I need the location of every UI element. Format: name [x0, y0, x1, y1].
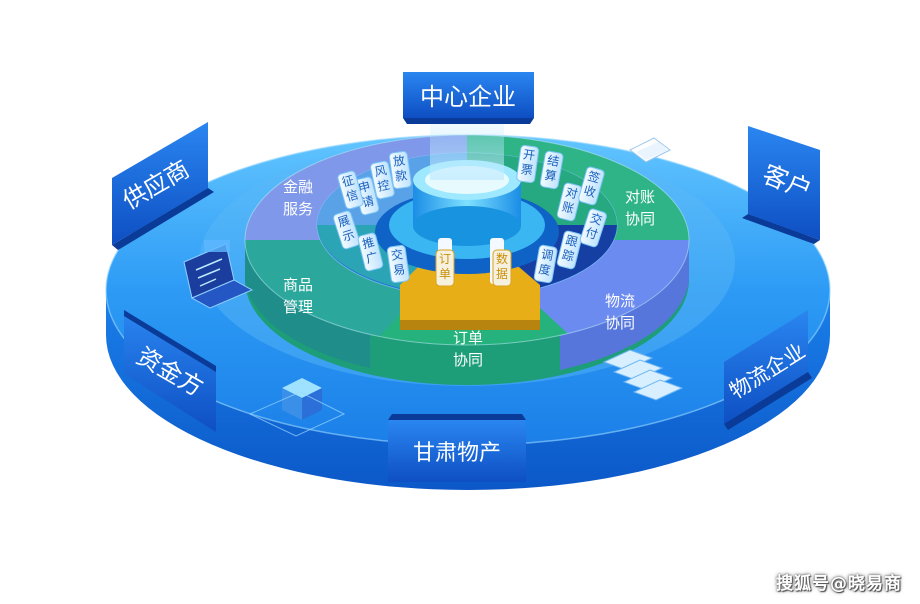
tag-loan-box	[388, 150, 412, 190]
panel-center-enterprise: 中心企业	[403, 72, 534, 124]
tag-check-char-0: 对	[564, 185, 579, 201]
tag-promote-box	[357, 232, 384, 272]
tag-loan: 放款	[388, 150, 412, 190]
tag-track: 跟踪	[556, 230, 583, 270]
tag-data-char-1: 据	[496, 267, 508, 281]
tag-dispatch-box	[533, 244, 558, 284]
tag-invoice-box	[516, 144, 540, 184]
tag-order-box	[435, 249, 455, 287]
tag-data-char-0: 数	[496, 251, 508, 266]
tag-track-char-1: 踪	[561, 248, 576, 264]
order-label-2: 协同	[453, 351, 483, 369]
tag-credit-box	[337, 170, 364, 210]
tag-check: 对账	[556, 182, 583, 222]
tag-data: 数据	[492, 249, 512, 287]
tag-invoice-char-1: 票	[520, 162, 534, 178]
tag-dispatch-char-1: 度	[537, 261, 551, 278]
tag-settle: 结算	[539, 150, 564, 190]
tag-promote: 推广	[357, 232, 384, 272]
logistics-sector-label-2: 协同	[605, 314, 635, 332]
tag-apply-char-1: 请	[360, 194, 375, 210]
tag-deliver-box	[579, 208, 607, 248]
tag-credit: 征信	[337, 170, 364, 210]
tag-order-char-1: 单	[439, 267, 451, 281]
tag-track-char-0: 跟	[564, 233, 579, 249]
tag-data-box	[492, 249, 512, 287]
tag-display-char-1: 示	[341, 227, 357, 244]
tag-order-char-0: 订	[439, 252, 451, 266]
reconcile-label-2: 协同	[625, 210, 655, 228]
tag-deliver: 交付	[579, 208, 607, 248]
tag-dispatch: 调度	[533, 244, 558, 284]
watermark: 搜狐号@晓易商	[776, 574, 902, 594]
tag-dispatch-char-0: 调	[540, 247, 554, 263]
tag-invoice: 开票	[516, 144, 540, 184]
tag-credit-char-1: 信	[345, 187, 360, 204]
tag-display: 展示	[333, 210, 361, 250]
tag-sign-box	[578, 166, 605, 206]
tag-check-box	[556, 182, 583, 222]
stacked-cards-icon	[602, 349, 684, 401]
center-title: 中心企业	[420, 83, 516, 111]
tag-sign: 签收	[578, 166, 605, 206]
tag-risk-char-0: 风	[373, 163, 388, 179]
tag-display-box	[333, 210, 361, 250]
tag-trade-char-0: 交	[390, 246, 404, 263]
tag-sign-char-1: 收	[582, 183, 597, 200]
tag-trade-char-1: 易	[392, 262, 406, 278]
finance-label-2: 服务	[283, 200, 313, 218]
goods-label-2: 管理	[283, 298, 313, 316]
tag-deliver-char-0: 交	[588, 210, 604, 228]
tag-sign-char-0: 签	[586, 168, 602, 186]
cube-icon	[248, 378, 346, 437]
central-hub	[375, 96, 559, 284]
panel-supplier: 供应商	[112, 122, 214, 250]
tag-promote-char-1: 广	[364, 250, 379, 266]
tag-loan-char-1: 款	[394, 168, 408, 184]
goods-label-1: 商品	[283, 276, 313, 294]
gansu-label: 甘肃物产	[413, 441, 501, 466]
tag-promote-char-0: 推	[361, 235, 376, 251]
order-label-1: 订单	[453, 329, 483, 347]
tag-check-char-1: 账	[561, 200, 576, 216]
tag-loan-char-0: 放	[392, 152, 406, 169]
tag-invoice-char-0: 开	[522, 147, 536, 163]
tag-settle-box	[539, 150, 564, 190]
tag-deliver-char-1: 付	[584, 225, 600, 242]
tag-credit-char-0: 征	[340, 173, 355, 190]
tag-risk: 风控	[370, 160, 395, 200]
document-icon	[629, 137, 671, 163]
logistics-sector-label-1: 物流	[605, 292, 635, 310]
panel-gansu: 甘肃物产	[388, 414, 526, 482]
reconcile-label-1: 对账	[625, 188, 655, 206]
tag-risk-box	[370, 160, 395, 200]
tag-settle-char-1: 算	[543, 167, 557, 184]
panel-funder: 资金方	[124, 310, 216, 432]
tag-trade-box	[386, 244, 410, 284]
tag-order: 订单	[435, 249, 455, 287]
panel-customer: 客户	[742, 126, 820, 244]
tag-display-char-0: 展	[336, 213, 352, 230]
tag-risk-char-1: 控	[376, 178, 391, 194]
finance-label-1: 金融	[283, 178, 313, 196]
tag-track-box	[556, 230, 583, 270]
screen-panel-icon	[204, 240, 230, 252]
tag-trade: 交易	[386, 244, 410, 284]
tag-settle-char-0: 结	[546, 153, 560, 169]
